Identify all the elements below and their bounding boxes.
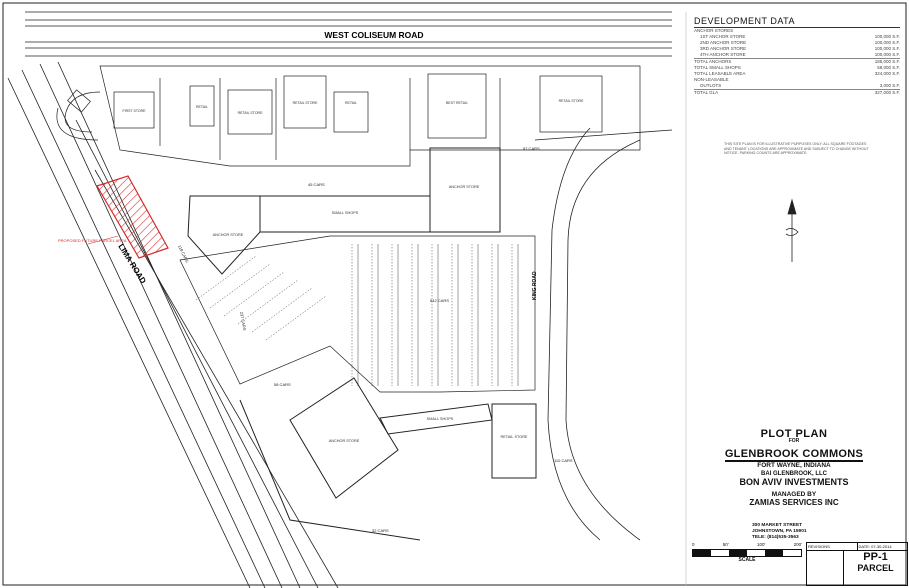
outparcel-label-1: FIRST STORE: [122, 109, 146, 113]
south-buildings: [239, 377, 537, 541]
pad-south-label: RETAIL STORE: [501, 435, 528, 439]
plan-for: FOR: [788, 438, 800, 444]
outparcel-label-3: RETAIL STORE: [238, 111, 263, 115]
development-data-label: OUTLOTS: [700, 83, 722, 88]
scale-bar: 0 50' 100' 200' SCALE: [692, 542, 802, 563]
outparcel-label-2: RETAIL: [196, 105, 208, 109]
road-label-king: KING ROAD: [532, 271, 538, 300]
development-data-row: 1ST ANCHOR STORE 100,000 S.F.: [694, 34, 900, 40]
parking-count-west-a: 118 CARS: [177, 244, 190, 263]
parking-count-west-b: 237 CARS: [239, 311, 247, 331]
development-data-row: OUTLOTS 3,000 S.F.: [694, 83, 900, 89]
development-data-row: TOTAL GLA 327,000 S.F.: [694, 89, 900, 96]
outparcel-label-4: RETAIL STORE: [293, 101, 318, 105]
manager-name: ZAMIAS SERVICES INC: [749, 498, 839, 507]
king-road: [534, 127, 673, 541]
plan-title: PLOT PLAN: [760, 428, 828, 440]
outparcel-label-6: BEST RETAIL: [446, 101, 468, 105]
north-arrow-icon: [785, 198, 799, 262]
development-data-row: TOTAL LEASABLE AREA 324,000 S.F.: [694, 71, 900, 77]
scale-tick-1: 50': [722, 542, 729, 547]
sheet-stamp: REVISIONS DATE: 07-30-2014 PP-1 PARCEL: [806, 542, 908, 586]
development-data-row: TOTAL SMALL SHOPS 58,000 S.F.: [694, 65, 900, 71]
proposed-parcel: [96, 175, 169, 259]
main-building: [187, 147, 501, 275]
road-label-coliseum: WEST COLISEUM ROAD: [324, 30, 423, 40]
owner-name: BAI GLENBROOK, LLC: [761, 471, 827, 477]
parking-aisles: [351, 244, 519, 386]
managed-by-label: MANAGED BY: [771, 491, 817, 498]
parcel-note: PROPOSED FUTURE PARCEL AREA: [58, 238, 127, 243]
development-data-value: 100,000 S.F.: [874, 46, 900, 51]
lima-road: [7, 61, 339, 588]
west-coliseum-road: [25, 11, 672, 57]
development-data-row: ANCHOR STORES: [694, 28, 900, 34]
scale-tick-3: 200': [793, 542, 802, 547]
parking-count-south-w: 58 CARS: [274, 382, 291, 387]
development-data-title: DEVELOPMENT DATA: [694, 16, 900, 28]
scale-label: SCALE: [738, 557, 756, 563]
anchor-south-label: ANCHOR STORE: [329, 439, 360, 443]
development-data-label: TOTAL LEASABLE AREA: [694, 71, 746, 76]
development-data-value: 185,000 S.F.: [874, 59, 900, 64]
development-data-label: TOTAL ANCHORS: [694, 59, 732, 64]
outparcel-label-7: RETAIL STORE: [559, 99, 584, 103]
parking-count-north: 45 CARS: [308, 182, 325, 187]
sheet-number: PP-1: [863, 551, 888, 563]
address-line-1: 300 MARKET STREET: [752, 523, 803, 528]
development-data-row: 4TH ANCHOR STORE 100,000 S.F.: [694, 52, 900, 58]
scale-graphic: [692, 549, 802, 557]
title-block: PLOT PLAN FOR GLENBROOK COMMONS FORT WAY…: [690, 428, 898, 507]
parking-count-south-e: 110 CARS: [554, 458, 573, 463]
development-data-row: NON-LEASABLE: [694, 77, 900, 83]
development-data-value: 58,000 S.F.: [877, 65, 900, 70]
scale-tick-2: 100': [756, 542, 766, 547]
development-data-row: 3RD ANCHOR STORE 100,000 S.F.: [694, 46, 900, 52]
development-data-value: 100,000 S.F.: [874, 40, 900, 45]
company-name: BON AVIV INVESTMENTS: [739, 477, 849, 487]
small-shops-south-label: SMALL SHOPS: [427, 417, 454, 421]
development-data-value: 324,000 S.F.: [874, 71, 900, 76]
development-data-label: NON-LEASABLE: [694, 77, 729, 82]
parking-count-center: 642 CARS: [430, 298, 449, 303]
angled-parking: [195, 255, 327, 341]
scale-tick-0: 0: [692, 542, 695, 547]
manager-address: 300 MARKET STREET JOHNSTOWN, PA 15901 TE…: [752, 523, 807, 542]
interchange-ramps: [56, 89, 101, 141]
development-data-value: 100,000 S.F.: [874, 34, 900, 39]
parking-count-south-b: 32 CARS: [372, 528, 389, 533]
development-data-label: TOTAL SMALL SHOPS: [694, 65, 741, 70]
development-data-label: ANCHOR STORES: [694, 28, 734, 33]
address-line-3: TELE: (814)535-3563: [752, 535, 799, 541]
development-data-value: 327,000 S.F.: [874, 90, 900, 95]
development-data-label: 3RD ANCHOR STORE: [700, 46, 747, 51]
outparcel-label-5: RETAIL: [345, 101, 357, 105]
project-name: GLENBROOK COMMONS: [724, 448, 864, 462]
development-data-label: 4TH ANCHOR STORE: [700, 52, 746, 57]
development-data-row: TOTAL ANCHORS 185,000 S.F.: [694, 58, 900, 65]
project-location: FORT WAYNE, INDIANA: [757, 462, 831, 469]
development-data-label: 1ST ANCHOR STORE: [700, 34, 746, 39]
sheet-date: DATE: 07-30-2014: [858, 544, 892, 549]
development-data-row: 2ND ANCHOR STORE 100,000 S.F.: [694, 40, 900, 46]
sheet-type: PARCEL: [857, 563, 894, 573]
development-data-label: 2ND ANCHOR STORE: [700, 40, 747, 45]
parking-field: [179, 235, 536, 393]
development-data-label: TOTAL GLA: [694, 90, 719, 95]
parking-count-northeast: 87 CARS: [523, 146, 540, 151]
revisions-label: REVISIONS: [807, 543, 858, 550]
plan-notes: THIS SITE PLAN IS FOR ILLUSTRATIVE PURPO…: [724, 142, 869, 156]
development-data-value: 3,000 S.F.: [879, 83, 900, 88]
address-line-2: JOHNSTOWN, PA 15901: [752, 529, 807, 535]
development-data-value: 100,000 S.F.: [874, 52, 900, 57]
anchor-west-label: ANCHOR STORE: [213, 233, 244, 237]
anchor-north-label: ANCHOR STORE: [449, 185, 480, 189]
small-shops-label: SMALL SHOPS: [332, 211, 359, 215]
north-outparcels: [99, 65, 641, 167]
